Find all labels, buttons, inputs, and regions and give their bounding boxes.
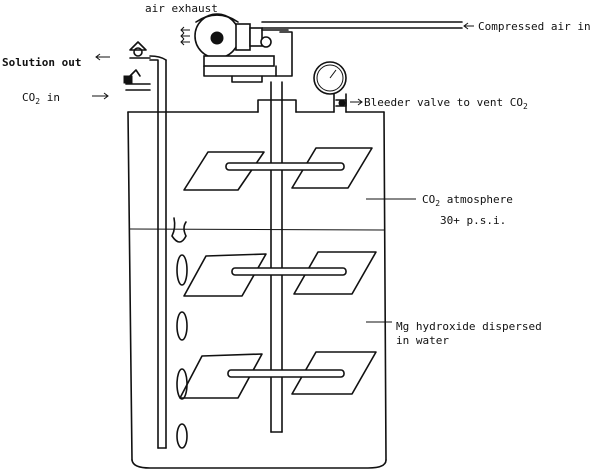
sparger-bubbles xyxy=(171,217,188,449)
bleeder-text: Bleeder valve to vent CO xyxy=(364,96,523,109)
pressure-label: 30+ p.s.i. xyxy=(440,214,506,227)
agitator-shaft xyxy=(270,81,283,433)
liquid-level-line xyxy=(129,228,385,231)
co2-atm-suffix: atmosphere xyxy=(440,193,513,206)
co2-in-suffix: in xyxy=(40,91,60,104)
paddle-middle xyxy=(183,251,377,297)
co2-in-arrow xyxy=(92,92,109,100)
paddle-bottom xyxy=(179,351,377,399)
co2-in-label: CO2 in xyxy=(22,91,60,106)
dip-tube xyxy=(123,41,167,449)
bleeder-valve-label: Bleeder valve to vent CO2 xyxy=(364,96,528,111)
paddle-top xyxy=(183,147,373,191)
bleeder-arrow xyxy=(350,98,363,106)
air-motor xyxy=(180,13,293,83)
mg-hydroxide-label-line1: Mg hydroxide dispersed xyxy=(396,320,542,333)
air-exhaust-label: air exhaust xyxy=(145,2,218,15)
co2-atm-text: CO xyxy=(422,193,435,206)
bleeder-valve xyxy=(335,99,347,107)
co2-atmosphere-label: CO2 atmosphere xyxy=(422,193,513,208)
co2-in-subscript: 2 xyxy=(35,97,40,106)
lid-bearing xyxy=(257,99,297,113)
compressed-air-line xyxy=(261,21,474,30)
co2-atm-subscript: 2 xyxy=(435,199,440,208)
solution-out-label: Solution out xyxy=(2,56,81,69)
solution-out-arrow xyxy=(95,53,110,61)
compressed-air-label: Compressed air in xyxy=(478,20,591,33)
reactor-tank xyxy=(127,111,387,469)
co2-in-text: CO xyxy=(22,91,35,104)
mg-hydroxide-label-line2: in water xyxy=(396,334,449,347)
bleeder-subscript: 2 xyxy=(523,102,528,111)
